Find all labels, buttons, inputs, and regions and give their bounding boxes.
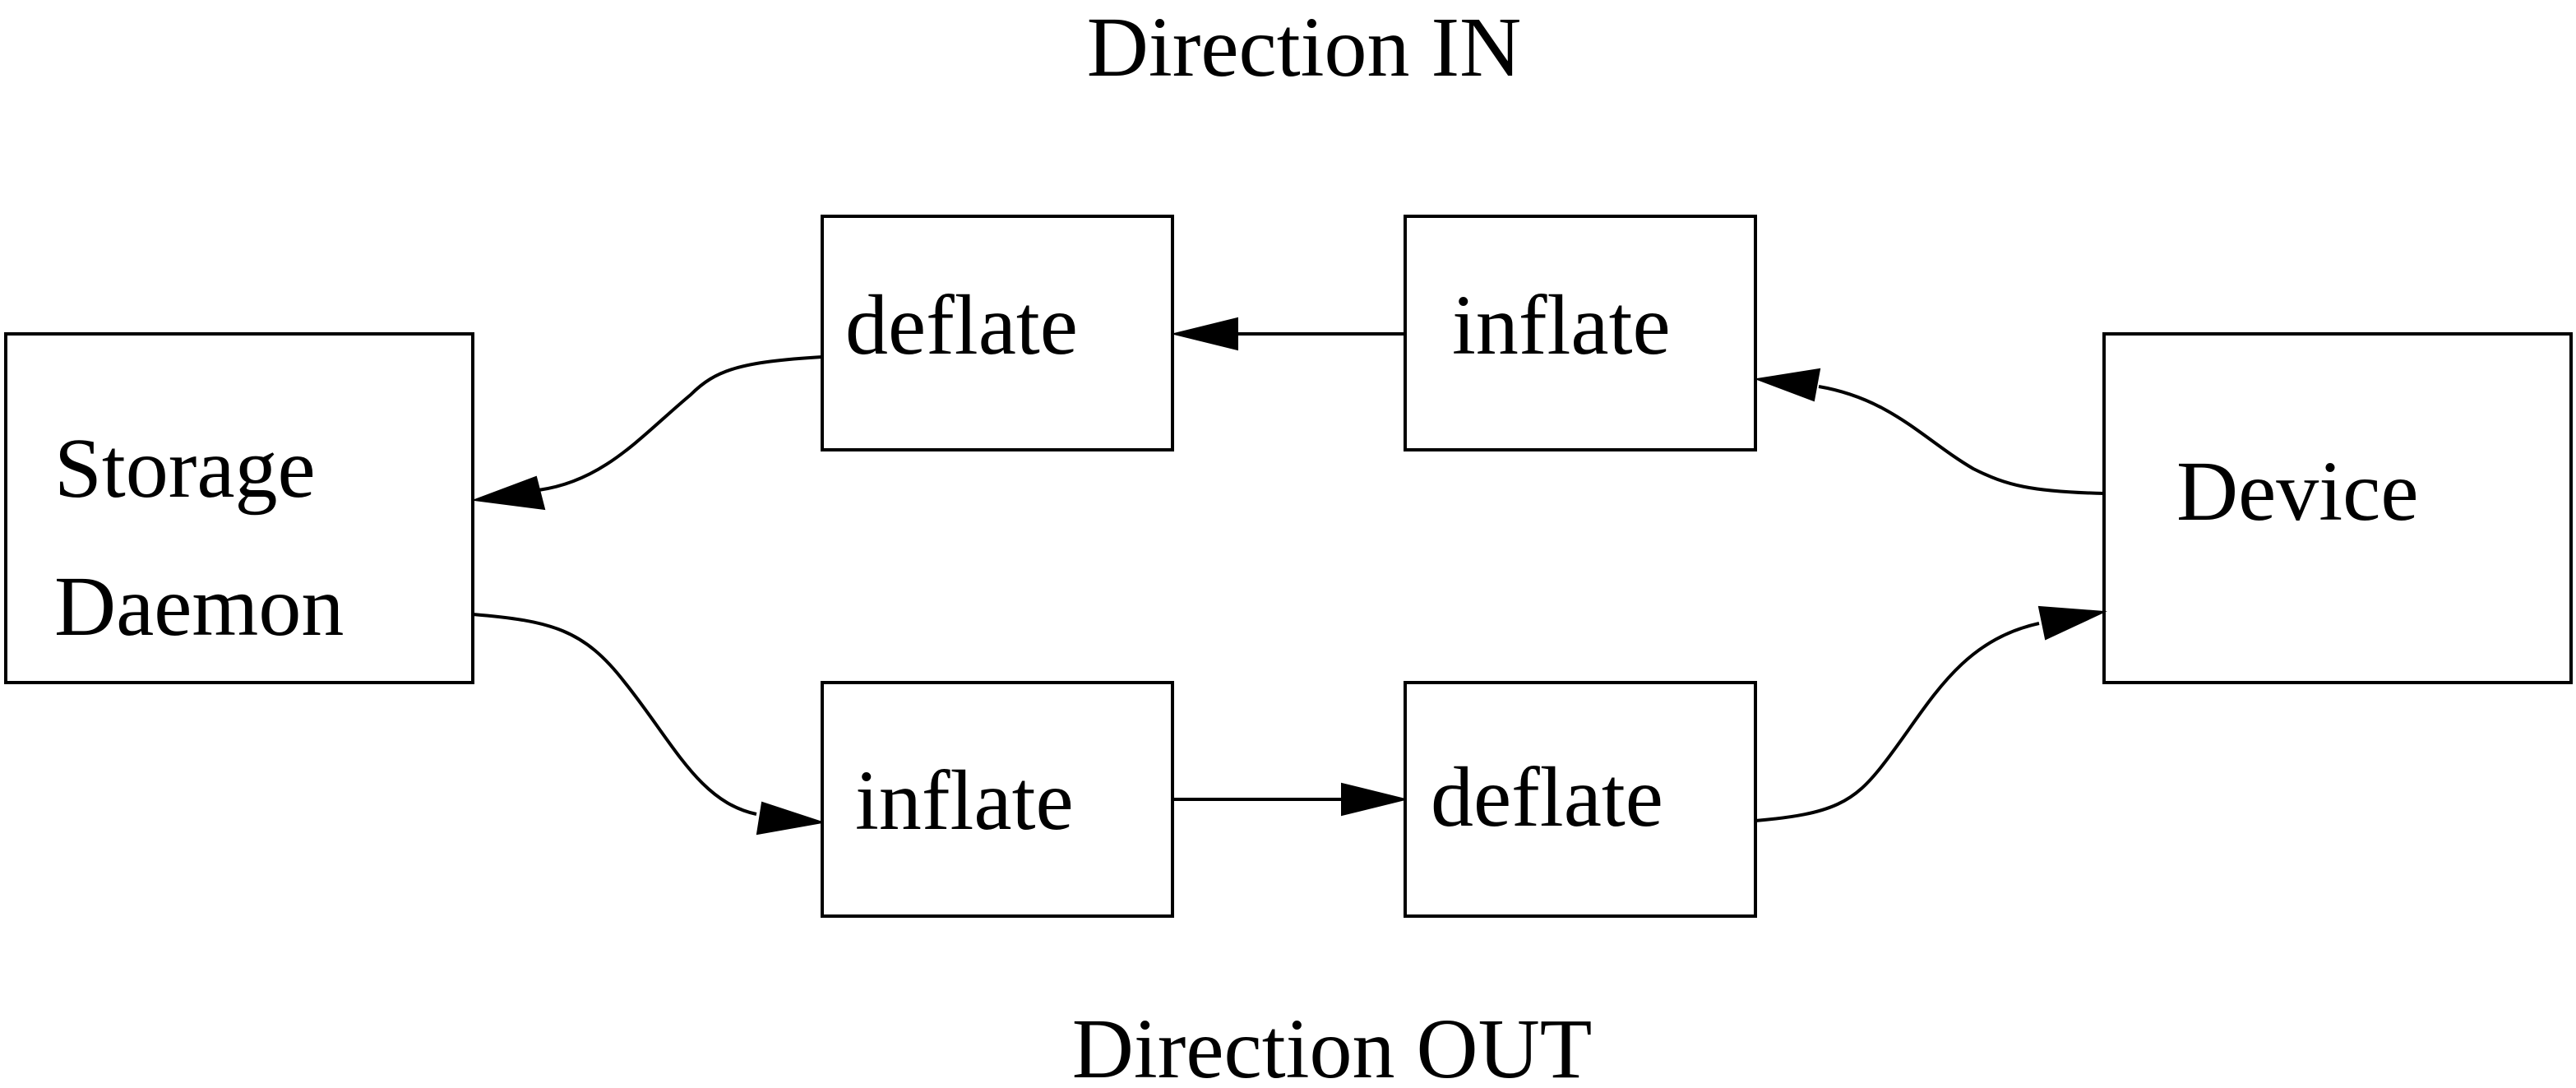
out-deflate-box <box>1404 681 1757 918</box>
storage-daemon-node: Storage Daemon <box>4 332 474 684</box>
out-inflate-label: inflate <box>855 753 1074 848</box>
device-label: Device <box>2176 444 2418 539</box>
in-deflate-node: deflate <box>821 215 1174 451</box>
out-inflate-box <box>821 681 1174 918</box>
arrowhead-in-inflate-to-in-deflate <box>1173 317 1238 351</box>
out-deflate-label: deflate <box>1431 750 1663 845</box>
storage-daemon-label-line1: Storage <box>54 421 316 516</box>
device-box <box>2102 332 2573 684</box>
edge-device-to-in-inflate <box>1818 385 2105 495</box>
in-inflate-label: inflate <box>1452 278 1671 373</box>
in-inflate-box <box>1404 215 1757 451</box>
arrowhead-out-inflate-to-out-deflate <box>1341 782 1406 817</box>
arrowhead-in-deflate-to-storage <box>474 475 546 511</box>
arrowhead-out-deflate-to-device <box>2037 605 2107 641</box>
in-deflate-label: deflate <box>845 278 1078 373</box>
direction-in-heading: Direction IN <box>1087 0 1521 95</box>
in-inflate-node: inflate <box>1404 215 1757 451</box>
arrowhead-storage-to-out-inflate <box>756 801 823 836</box>
out-deflate-node: deflate <box>1404 681 1757 918</box>
in-deflate-box <box>821 215 1174 451</box>
out-inflate-node: inflate <box>821 681 1174 918</box>
arrowhead-device-to-in-inflate <box>1754 368 1821 402</box>
edge-out-deflate-to-device <box>1755 622 2040 822</box>
edge-in-deflate-to-storage <box>538 355 823 492</box>
direction-out-heading: Direction OUT <box>1072 1002 1592 1088</box>
storage-daemon-box <box>4 332 474 684</box>
edge-storage-to-out-inflate <box>472 613 757 816</box>
device-node: Device <box>2102 332 2573 684</box>
storage-daemon-label-line2: Daemon <box>54 559 344 654</box>
